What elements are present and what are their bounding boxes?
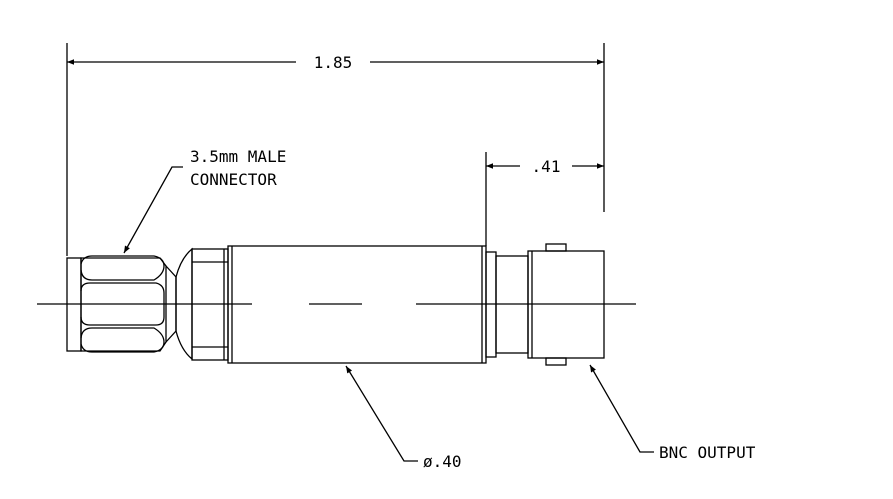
sma-connector [66,247,193,361]
callout-bnc-output: BNC OUTPUT [659,443,756,462]
leader-diameter [345,365,418,462]
callout-connector-line1: 3.5mm MALE [190,147,286,166]
leader-connector [123,166,183,254]
dimension-bnc-length: .41 [532,157,561,176]
bnc-connector [485,243,605,366]
dimension-overall-length: 1.85 [314,53,353,72]
leader-bnc-output [589,364,654,453]
callout-connector-line2: CONNECTOR [190,170,277,189]
callout-diameter: ø.40 [423,452,462,471]
